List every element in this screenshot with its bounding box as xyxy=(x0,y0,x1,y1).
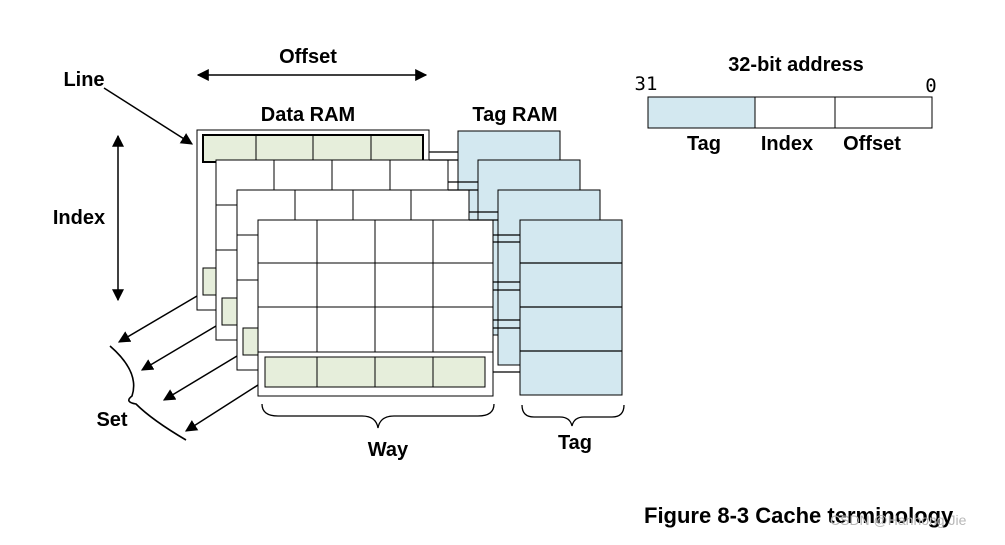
data-ram-way-front xyxy=(257,219,494,397)
address-format: 32-bit address 31 0 Tag Index Offset xyxy=(635,54,937,155)
way-label: Way xyxy=(368,439,409,461)
data-ram-label: Data RAM xyxy=(261,104,355,126)
tag-ram-label: Tag RAM xyxy=(472,104,557,126)
address-tag-label: Tag xyxy=(687,133,721,155)
set-label: Set xyxy=(96,409,127,431)
address-title: 32-bit address xyxy=(728,54,864,76)
address-offset-label: Offset xyxy=(843,133,901,155)
figure-caption: Figure 8-3 Cache terminology xyxy=(644,503,954,528)
set-arrows xyxy=(117,295,259,432)
line-label: Line xyxy=(63,69,104,91)
address-index-label: Index xyxy=(761,133,813,155)
set-brace xyxy=(109,345,187,441)
watermark: CSDN @Hanhong Jie xyxy=(830,512,967,528)
address-msb: 31 xyxy=(635,73,658,95)
tag-ram-way xyxy=(519,219,623,396)
address-tag-field xyxy=(647,96,756,129)
tag-brace xyxy=(521,404,625,427)
way-brace xyxy=(261,403,495,429)
address-offset-field xyxy=(834,96,933,129)
tag-ram-stack xyxy=(457,130,623,396)
address-index-field xyxy=(754,96,836,129)
set-line-highlights xyxy=(202,267,259,356)
address-lsb: 0 xyxy=(925,75,936,97)
line-pointer-arrow xyxy=(103,87,194,145)
tag-label: Tag xyxy=(558,432,592,454)
index-label: Index xyxy=(53,207,105,229)
way-tag-connectors xyxy=(429,159,520,373)
offset-label: Offset xyxy=(279,46,337,68)
